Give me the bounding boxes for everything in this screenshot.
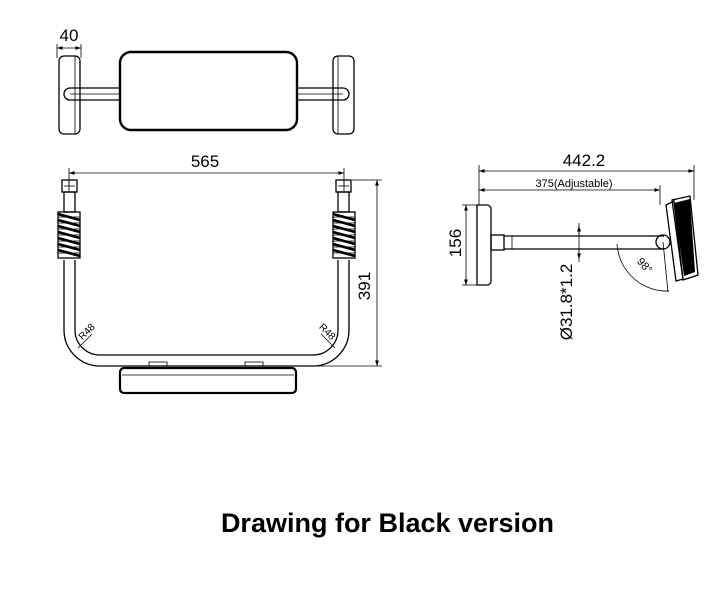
radius-right-label: R48 xyxy=(316,322,337,343)
front-view: 565 391 R48 xyxy=(57,152,382,395)
side-view: 442.2 375(Adjustable) 156 98° Ø31.8*1. xyxy=(446,151,699,341)
seat-pad-front xyxy=(118,366,298,395)
right-spring xyxy=(332,211,356,259)
front-height-dimension: 391 xyxy=(355,272,374,300)
side-angle-label: 98° xyxy=(634,256,654,276)
front-u-tube-inner xyxy=(74,260,339,356)
side-adjustable-dimension: 375(Adjustable) xyxy=(535,178,612,190)
side-seat-cushion xyxy=(674,199,695,276)
side-projection-dimension: 442.2 xyxy=(563,151,606,170)
side-collar xyxy=(490,234,505,251)
front-width-dimension: 565 xyxy=(191,152,219,171)
right-wall-plate xyxy=(332,55,355,135)
side-seat-bracket xyxy=(665,200,684,282)
radius-left-label: R48 xyxy=(77,322,98,343)
side-seat-pad-outer xyxy=(671,195,699,281)
left-wall-plate xyxy=(58,55,81,135)
top-view: 40 xyxy=(56,26,355,135)
side-plate-height-dimension: 156 xyxy=(446,229,465,257)
side-tube-diameter-dimension: Ø31.8*1.2 xyxy=(557,264,576,341)
side-end-cap xyxy=(655,234,671,250)
right-bracket-stem xyxy=(337,191,350,213)
top-depth-dimension: 40 xyxy=(60,26,79,45)
front-u-tube-outer xyxy=(63,260,350,367)
left-bracket-stem xyxy=(63,191,76,213)
seat-pad-top xyxy=(118,50,299,132)
left-spring xyxy=(57,211,81,259)
top-tube xyxy=(63,87,350,101)
side-wall-plate xyxy=(476,204,492,286)
drawing-caption: Drawing for Black version xyxy=(220,508,555,538)
